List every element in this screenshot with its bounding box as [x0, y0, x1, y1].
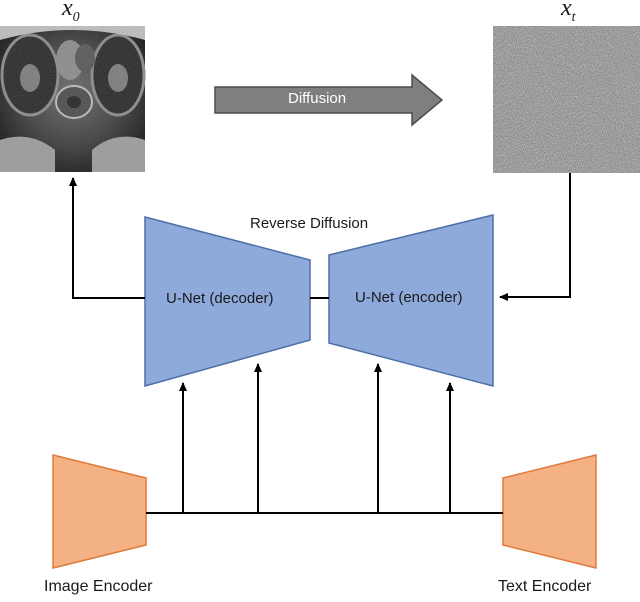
unet-decoder-shape: [144, 216, 311, 387]
image-encoder-label: Image Encoder: [44, 578, 153, 595]
diffusion-label: Diffusion: [288, 90, 347, 107]
reverse-diffusion-label: Reverse Diffusion: [250, 215, 369, 232]
noise-image: [493, 26, 640, 173]
unet-encoder-shape: [328, 214, 494, 387]
image-encoder-shape: [52, 454, 147, 569]
diffusion-arrow-shape: [214, 73, 444, 127]
xt-to-encoder-arrow: [499, 173, 571, 301]
text-encoder-shape: [502, 454, 597, 569]
x0-label: x0: [62, 0, 80, 25]
decoder-to-x0-arrow: [69, 177, 145, 299]
mri-image: [0, 26, 146, 172]
unet-decoder-label: U-Net (decoder): [166, 290, 274, 307]
unet-encoder-label: U-Net (encoder): [355, 289, 463, 306]
xt-label: xt: [561, 0, 576, 25]
text-encoder-label: Text Encoder: [498, 578, 592, 595]
